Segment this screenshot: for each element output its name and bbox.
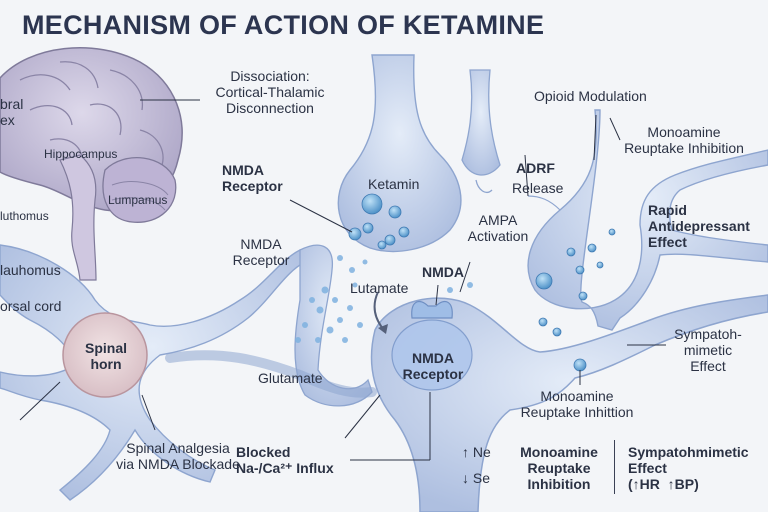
nmda-receptor-mid-label: NMDA Receptor [232,236,290,268]
ne-label: ↑ Ne [462,444,491,460]
page-title: MECHANISM OF ACTION OF KETAMINE [22,10,545,40]
opioid-modulation-label: Opioid Modulation [534,88,647,104]
se-label: ↓ Se [462,470,491,486]
vesicle-dots [348,193,616,372]
release-label: Release [512,180,564,196]
spinal-analgesia-label: Spinal Analgesia via NMDA Blockade [116,440,240,472]
thalamus-label: lauhomus [0,262,61,278]
monoamine-bottom-label: Monoamine Reuptake Inhibition [520,444,598,492]
adrf-label: ADRF [516,160,555,176]
sympathomimetic-bottom-label: Sympatohmimetic Effect (↑HR ↑BP) [628,444,749,492]
small-neuron [461,69,501,176]
dissociation-label: Dissociation: Cortical-Thalamic Disconne… [215,68,325,116]
nmda-receptor-main-label: NMDA Receptor [402,350,464,382]
sympathomimetic-label: Sympatoh- mimetic Effect [674,326,742,374]
callout-lines [19,99,666,461]
nmda-label: NMDA [422,264,464,280]
nmda-receptor-top-label: NMDA Receptor [222,162,283,194]
hippocampus-label: Hippocampus [44,147,118,161]
glutamate-dots [295,255,473,343]
spinal-horn-label: Spinal horn [84,340,127,372]
bottom-divider [614,440,615,494]
lumpamus-label: Lumpamus [108,193,168,207]
glutamate-label: Glutamate [258,370,323,386]
nmda-receptor-body [391,319,473,391]
spinal-horn-shape [62,312,148,398]
glutamate-top-label: Lutamate [350,280,409,296]
rapid-antidepressant-label: Rapid Antidepressant Effect [648,202,750,250]
monoamine-mid-label: Monoamine Reuptake Inhittion [520,388,634,420]
ampa-activation-label: AMPA Activation [467,212,529,244]
right-neuron [527,109,768,331]
brain-illustration [0,47,183,281]
thalamus-brain-label: luthomus [0,209,49,223]
blocked-influx-label: Blocked Na-/Ca²⁺ Influx [236,444,334,476]
dorsal-cord-label: orsal cord [0,298,62,314]
ketamin-label: Ketamin [368,176,420,192]
spinal-neuron [0,244,306,501]
cerebral-cortex-label: bral ex [0,96,24,128]
monoamine-top-label: Monoamine Reuptake Inhibition [624,124,744,156]
presynaptic-neuron [337,54,462,253]
nmda-receptor-shape [411,300,453,319]
